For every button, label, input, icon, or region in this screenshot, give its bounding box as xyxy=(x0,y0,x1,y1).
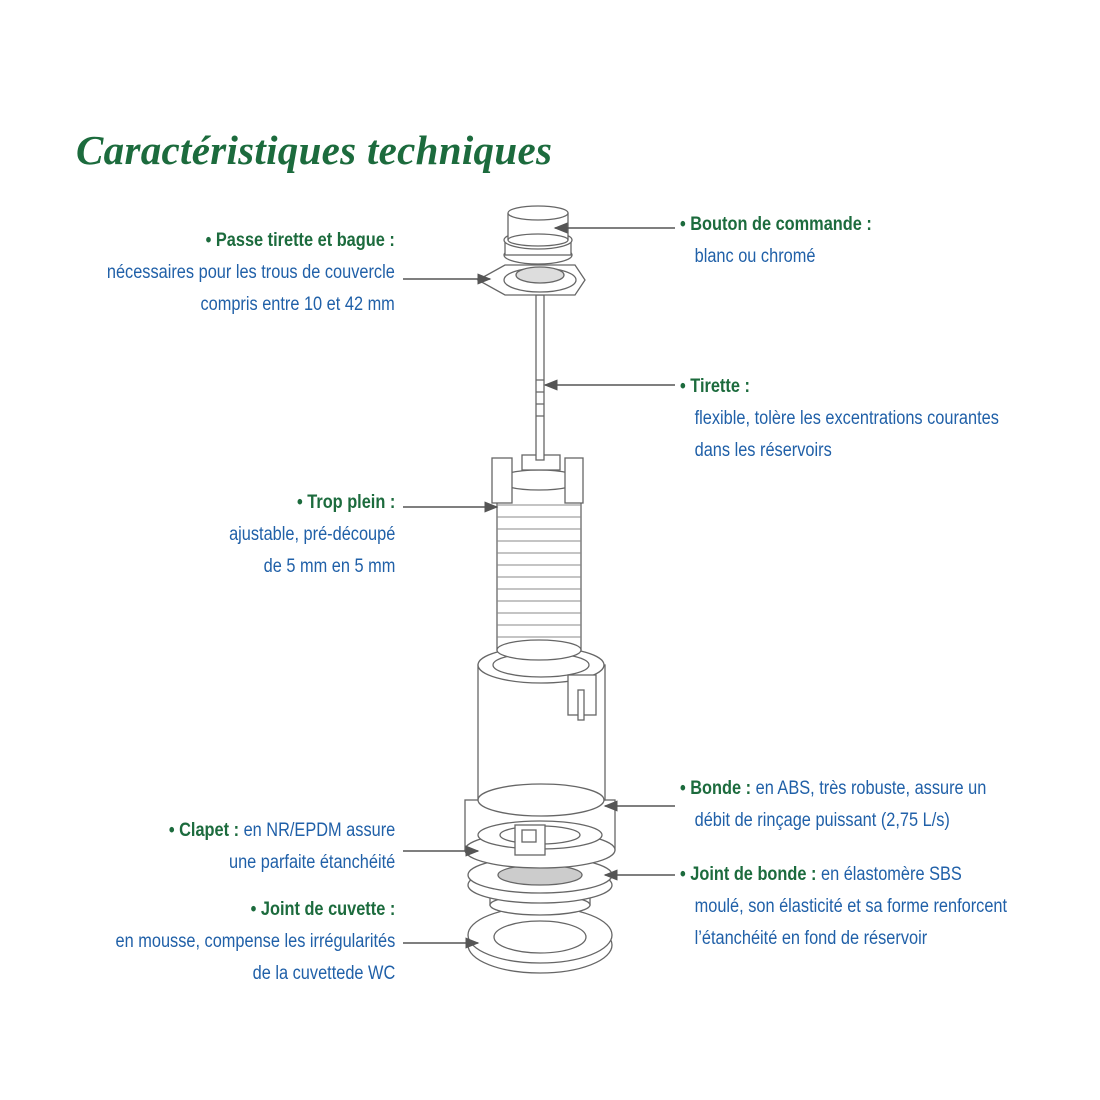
label-heading: • Bouton de commande : xyxy=(680,214,872,235)
label-line: compris entre 10 et 42 mm xyxy=(200,294,395,315)
label-heading: • Tirette : xyxy=(680,376,750,397)
label-line: nécessaires pour les trous de couvercle xyxy=(107,262,395,283)
page-title: Caractéristiques techniques xyxy=(76,127,553,173)
label-trop-plein: • Trop plein : ajustable, pré-découpé de… xyxy=(202,487,395,583)
label-heading: • Bonde : xyxy=(680,778,752,799)
label-heading: • Passe tirette et bague : xyxy=(205,230,395,251)
label-line: ajustable, pré-découpé xyxy=(228,524,395,545)
bonde-part xyxy=(464,646,616,916)
label-line: une parfaite étanchéité xyxy=(228,852,395,873)
label-line: flexible, tolère les excentrations coura… xyxy=(694,408,999,429)
label-bonde: • Bonde : en ABS, très robuste, assure u… xyxy=(680,773,1036,837)
passe-tirette-part xyxy=(476,264,586,296)
label-line: de 5 mm en 5 mm xyxy=(263,556,395,577)
leader-lines xyxy=(403,222,675,949)
label-clapet: • Clapet : en NR/EPDM assure une parfait… xyxy=(132,815,395,879)
label-heading: • Joint de bonde : xyxy=(680,864,817,885)
label-inline: en élastomère SBS xyxy=(816,864,962,885)
label-line: l’étanchéité en fond de réservoir xyxy=(694,928,928,949)
trop-plein-part xyxy=(491,454,584,661)
label-inline: en ABS, très robuste, assure un xyxy=(751,778,987,799)
label-heading: • Trop plein : xyxy=(296,492,395,513)
label-passe-tirette: • Passe tirette et bague : nécessaires p… xyxy=(60,225,395,321)
label-joint-cuvette: • Joint de cuvette : en mousse, compense… xyxy=(70,894,395,990)
tirette-part xyxy=(535,294,545,461)
label-line: débit de rinçage puissant (2,75 L/s) xyxy=(694,810,950,831)
bouton-part xyxy=(503,205,573,265)
label-line: blanc ou chromé xyxy=(694,246,816,267)
label-line: de la cuvettede WC xyxy=(252,963,395,984)
label-heading: • Clapet : xyxy=(168,820,239,841)
label-inline: en NR/EPDM assure xyxy=(238,820,395,841)
label-line: dans les réservoirs xyxy=(694,440,832,461)
label-joint-bonde: • Joint de bonde : en élastomère SBS mou… xyxy=(680,859,1060,955)
label-bouton-commande: • Bouton de commande : blanc ou chromé xyxy=(680,209,903,273)
label-heading: • Joint de cuvette : xyxy=(250,899,395,920)
label-line: moulé, son élasticité et sa forme renfor… xyxy=(694,896,1008,917)
joint-cuvette-part xyxy=(467,906,613,974)
label-line: en mousse, compense les irrégularités xyxy=(115,931,395,952)
label-tirette: • Tirette : flexible, tolère les excentr… xyxy=(680,371,1051,467)
